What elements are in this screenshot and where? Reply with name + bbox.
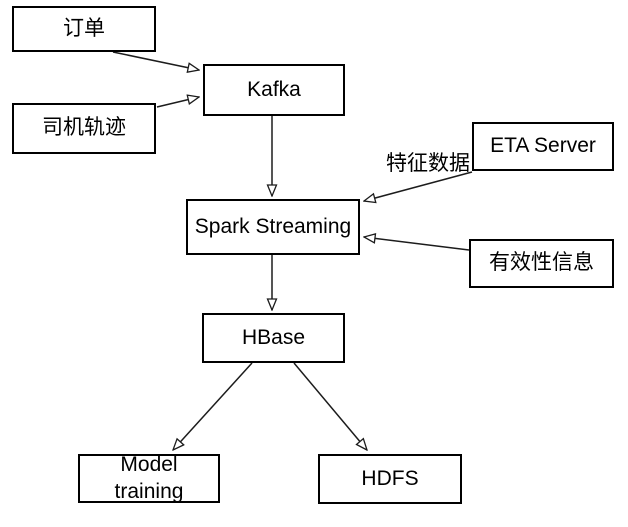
node-driver-track: 司机轨迹 [12,103,156,154]
edge-driver-to-kafka [156,97,199,108]
node-hdfs-label: HDFS [361,466,419,490]
edge-validity-to-spark [364,237,470,251]
node-model-training: Model training [78,453,220,503]
node-kafka: Kafka [203,64,345,116]
edge-label-feature-data: 特征数据 [386,152,470,175]
node-hbase: HBase [202,313,345,363]
node-validity-info: 有效性信息 [469,239,614,288]
node-hdfs: HDFS [318,454,462,504]
edge-hbase-to-hdfs [293,362,367,450]
edge-hbase-to-model [173,362,253,450]
node-spark-streaming-label: Spark Streaming [194,214,352,238]
node-spark-streaming: Spark Streaming [186,199,360,255]
node-order-label: 订单 [63,16,105,40]
node-kafka-label: Kafka [247,77,301,101]
node-validity-info-label: 有效性信息 [489,251,594,275]
node-hbase-label: HBase [241,325,306,349]
edge-eta-to-spark [364,171,473,201]
node-driver-track-label: 司机轨迹 [42,116,126,140]
edge-order-to-kafka [112,51,199,70]
node-model-training-label: Model training [114,453,184,503]
node-eta-server: ETA Server [472,122,614,171]
node-order: 订单 [12,6,156,52]
node-eta-server-label: ETA Server [490,134,596,158]
